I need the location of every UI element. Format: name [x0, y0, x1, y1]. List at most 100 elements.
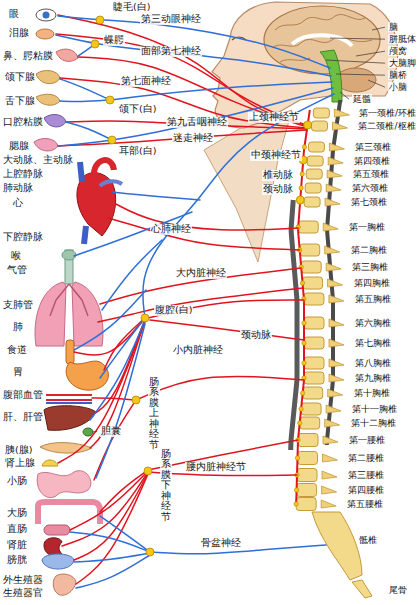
ganglion [106, 96, 114, 104]
vertebra-label: 第三腰椎 [347, 470, 385, 480]
spinous-process [334, 109, 349, 117]
vertebra-body [297, 452, 317, 465]
vertebra-body [301, 261, 321, 273]
brain-label: 大脑脚 [388, 58, 417, 68]
vertebra-body [313, 108, 329, 118]
nerve-label: 肠系膜下神经节 [160, 449, 172, 522]
parasympathetic-nerve [143, 94, 334, 318]
vertebra-body [311, 121, 327, 131]
leader-line [326, 60, 385, 63]
kidney [44, 538, 62, 556]
parotid-gland [34, 139, 58, 151]
chain-ganglion [302, 341, 306, 345]
sympathetic-nerve [98, 288, 303, 322]
vertebra-body [301, 403, 321, 415]
brain-label: 脑桥 [388, 70, 408, 80]
sympathetic-nerve [58, 15, 308, 125]
sympathetic-nerve [148, 300, 304, 318]
inferior-vena-cava [84, 226, 86, 244]
genital-organ [53, 574, 76, 595]
corpus-callosum [292, 35, 352, 46]
aorta-vessel [291, 200, 297, 450]
sympathetic-nerve [58, 322, 145, 463]
vertebra-label: 第五颈椎 [352, 169, 390, 179]
leader-line [330, 38, 385, 39]
leader-line [92, 431, 97, 433]
organ-label: 小肠 [6, 476, 28, 487]
body-outline [204, 2, 398, 262]
ganglion [304, 121, 312, 129]
organ-label: 膀胱 [6, 555, 28, 566]
chain-ganglion [301, 391, 305, 395]
sympathetic-nerve [56, 34, 307, 126]
parasympathetic-nerve [70, 532, 150, 552]
organ-label: 生殖器官 [2, 588, 44, 599]
ganglion [96, 16, 104, 24]
vertebra-body [304, 293, 324, 305]
parasympathetic-nerve [102, 240, 162, 310]
nerve-label: 颈动脉 [240, 330, 272, 341]
leader-line [368, 80, 385, 87]
vertebra-body [300, 244, 320, 256]
sympathetic-nerve [116, 204, 298, 230]
brain-label: 胼胝体 [388, 34, 417, 44]
organ-label: 胃 [12, 367, 24, 378]
sympathetic-nerve [62, 472, 148, 546]
superior-vena-cava [80, 162, 82, 182]
vertebra-label: 第七颈椎 [350, 197, 388, 207]
organ-label: 大肠 [6, 508, 28, 519]
vertebra-label: 尾骨 [388, 585, 408, 595]
spinous-process [325, 246, 340, 254]
sympathetic-nerve [76, 474, 148, 584]
organ-label: 口腔粘膜 [2, 117, 44, 128]
vertebra-body [298, 434, 318, 447]
aorta-arch [94, 160, 114, 178]
larynx [62, 250, 76, 260]
ganglion [132, 396, 140, 404]
nerve-label: 上颈神经节 [248, 112, 300, 123]
organ-label: 胰(腺) [4, 445, 33, 456]
chain-ganglion [300, 172, 304, 176]
parasympathetic-nerve [74, 553, 150, 562]
eye [36, 9, 56, 21]
brain-label: 脑 [388, 22, 399, 32]
organ-label: 气管 [6, 265, 28, 276]
parasympathetic-nerve [66, 122, 112, 140]
nerve-label: 第七面神经 [120, 76, 172, 87]
chain-ganglion [299, 407, 303, 411]
vertebra-body [306, 169, 322, 179]
parasympathetic-nerve [112, 192, 200, 200]
spinous-process [326, 405, 341, 413]
liver [44, 406, 96, 431]
nerve-label: 小内脏神经 [172, 345, 224, 356]
vertebra-body [300, 417, 320, 429]
chain-ganglion [294, 502, 298, 506]
brain-label: 颅窝 [388, 46, 408, 56]
organ-label: 支肺管 [2, 300, 34, 311]
nerve-label: 第三动眼神经 [140, 14, 202, 25]
organ-label: 下腔静脉 [2, 232, 44, 243]
nerve-label: 颌下(白) [118, 104, 157, 115]
submandibular-gland [36, 71, 60, 84]
nerve-label: 中颈神经节 [250, 150, 302, 161]
chain-ganglion [300, 281, 304, 285]
leader-line [372, 27, 385, 30]
parasympathetic-nerve [76, 555, 150, 588]
vertebra-label: 第六胸椎 [354, 318, 392, 328]
spinous-process [323, 436, 338, 444]
ganglion [146, 548, 154, 556]
vertebra-label: 第九胸椎 [354, 373, 392, 383]
spinous-process [329, 359, 344, 367]
spinous-process [328, 157, 343, 165]
nerve-label: 椎动脉 [262, 170, 294, 181]
sympathetic-nerve [150, 320, 304, 340]
organ-label: 外生殖器 [2, 575, 44, 586]
iris [43, 12, 50, 19]
oral-mucosa [44, 115, 66, 127]
spinous-process [321, 500, 336, 508]
vertebra-label: 第一颈椎/环椎 [358, 108, 417, 118]
gallbladder [83, 428, 93, 436]
parasympathetic-nerve [58, 140, 112, 146]
spinous-process [325, 198, 340, 206]
nerve-label: 面部第七神经 [140, 46, 202, 57]
